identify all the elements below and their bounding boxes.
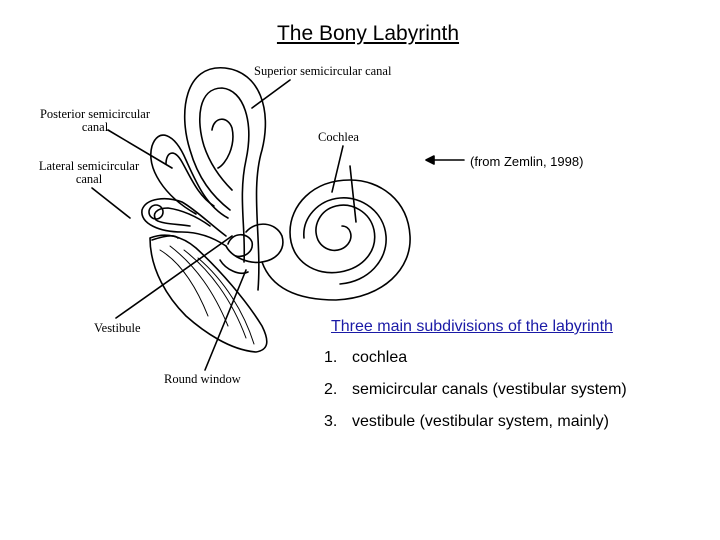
oval-window	[227, 233, 254, 258]
label-posterior-canal: Posterior semicircular canal	[30, 108, 160, 134]
lateral-canal-lumen	[148, 204, 164, 220]
round-window-striation-3	[183, 249, 247, 339]
round-window-striation-1	[159, 249, 209, 317]
label-lateral-canal: Lateral semicircular canal	[30, 160, 148, 186]
ampulla	[219, 259, 249, 275]
round-window-striation-2	[169, 245, 229, 327]
list-item-text: vestibule (vestibular system, mainly)	[352, 413, 609, 430]
leader-lateral	[91, 187, 131, 219]
label-posterior-line1: Posterior semicircular	[39, 107, 151, 121]
label-round-window: Round window	[164, 372, 241, 386]
lateral-canal-outline	[141, 197, 227, 247]
leader-vestibule	[115, 235, 233, 319]
label-lateral-line1: Lateral semicircular	[38, 159, 140, 173]
leader-round-window	[204, 269, 247, 371]
label-lateral-line2: canal	[75, 172, 103, 186]
leader-superior	[251, 79, 291, 109]
leader-cochlea-2	[349, 165, 357, 223]
list-item: 3. vestibule (vestibular system, mainly)	[324, 412, 672, 432]
list-item-number: 2.	[324, 381, 338, 398]
label-superior-canal: Superior semicircular canal	[254, 64, 392, 78]
cochlea-spiral-inner	[303, 197, 387, 285]
subdivisions-list: 1. cochlea 2. semicircular canals (vesti…	[324, 348, 672, 444]
source-citation: (from Zemlin, 1998)	[470, 154, 584, 169]
superior-canal-inner	[199, 87, 250, 263]
list-item: 2. semicircular canals (vestibular syste…	[324, 380, 672, 400]
vestibule-outline	[225, 223, 284, 264]
label-cochlea: Cochlea	[318, 130, 359, 144]
superior-canal-lumen	[211, 118, 234, 169]
leader-cochlea-1	[331, 145, 344, 193]
list-item-text: semicircular canals (vestibular system)	[352, 381, 627, 398]
label-vestibule: Vestibule	[94, 321, 141, 335]
round-window-edge	[151, 235, 179, 241]
round-window-flap	[149, 234, 268, 353]
source-arrow-head	[425, 155, 435, 165]
subdivisions-heading: Three main subdivisions of the labyrinth	[331, 318, 613, 335]
list-item: 1. cochlea	[324, 348, 672, 368]
slide-title: The Bony Labyrinth	[276, 22, 460, 45]
lateral-canal-inner	[153, 207, 211, 227]
list-item-number: 1.	[324, 349, 338, 366]
posterior-canal-outline	[150, 134, 229, 219]
superior-canal-outline	[183, 67, 267, 291]
list-item-number: 3.	[324, 413, 338, 430]
label-posterior-line2: canal	[81, 120, 109, 134]
list-item-text: cochlea	[352, 349, 408, 366]
leader-posterior	[107, 129, 173, 169]
posterior-canal-inner	[165, 152, 215, 207]
round-window-striation-4	[197, 257, 255, 345]
cochlea-outline	[261, 179, 411, 301]
